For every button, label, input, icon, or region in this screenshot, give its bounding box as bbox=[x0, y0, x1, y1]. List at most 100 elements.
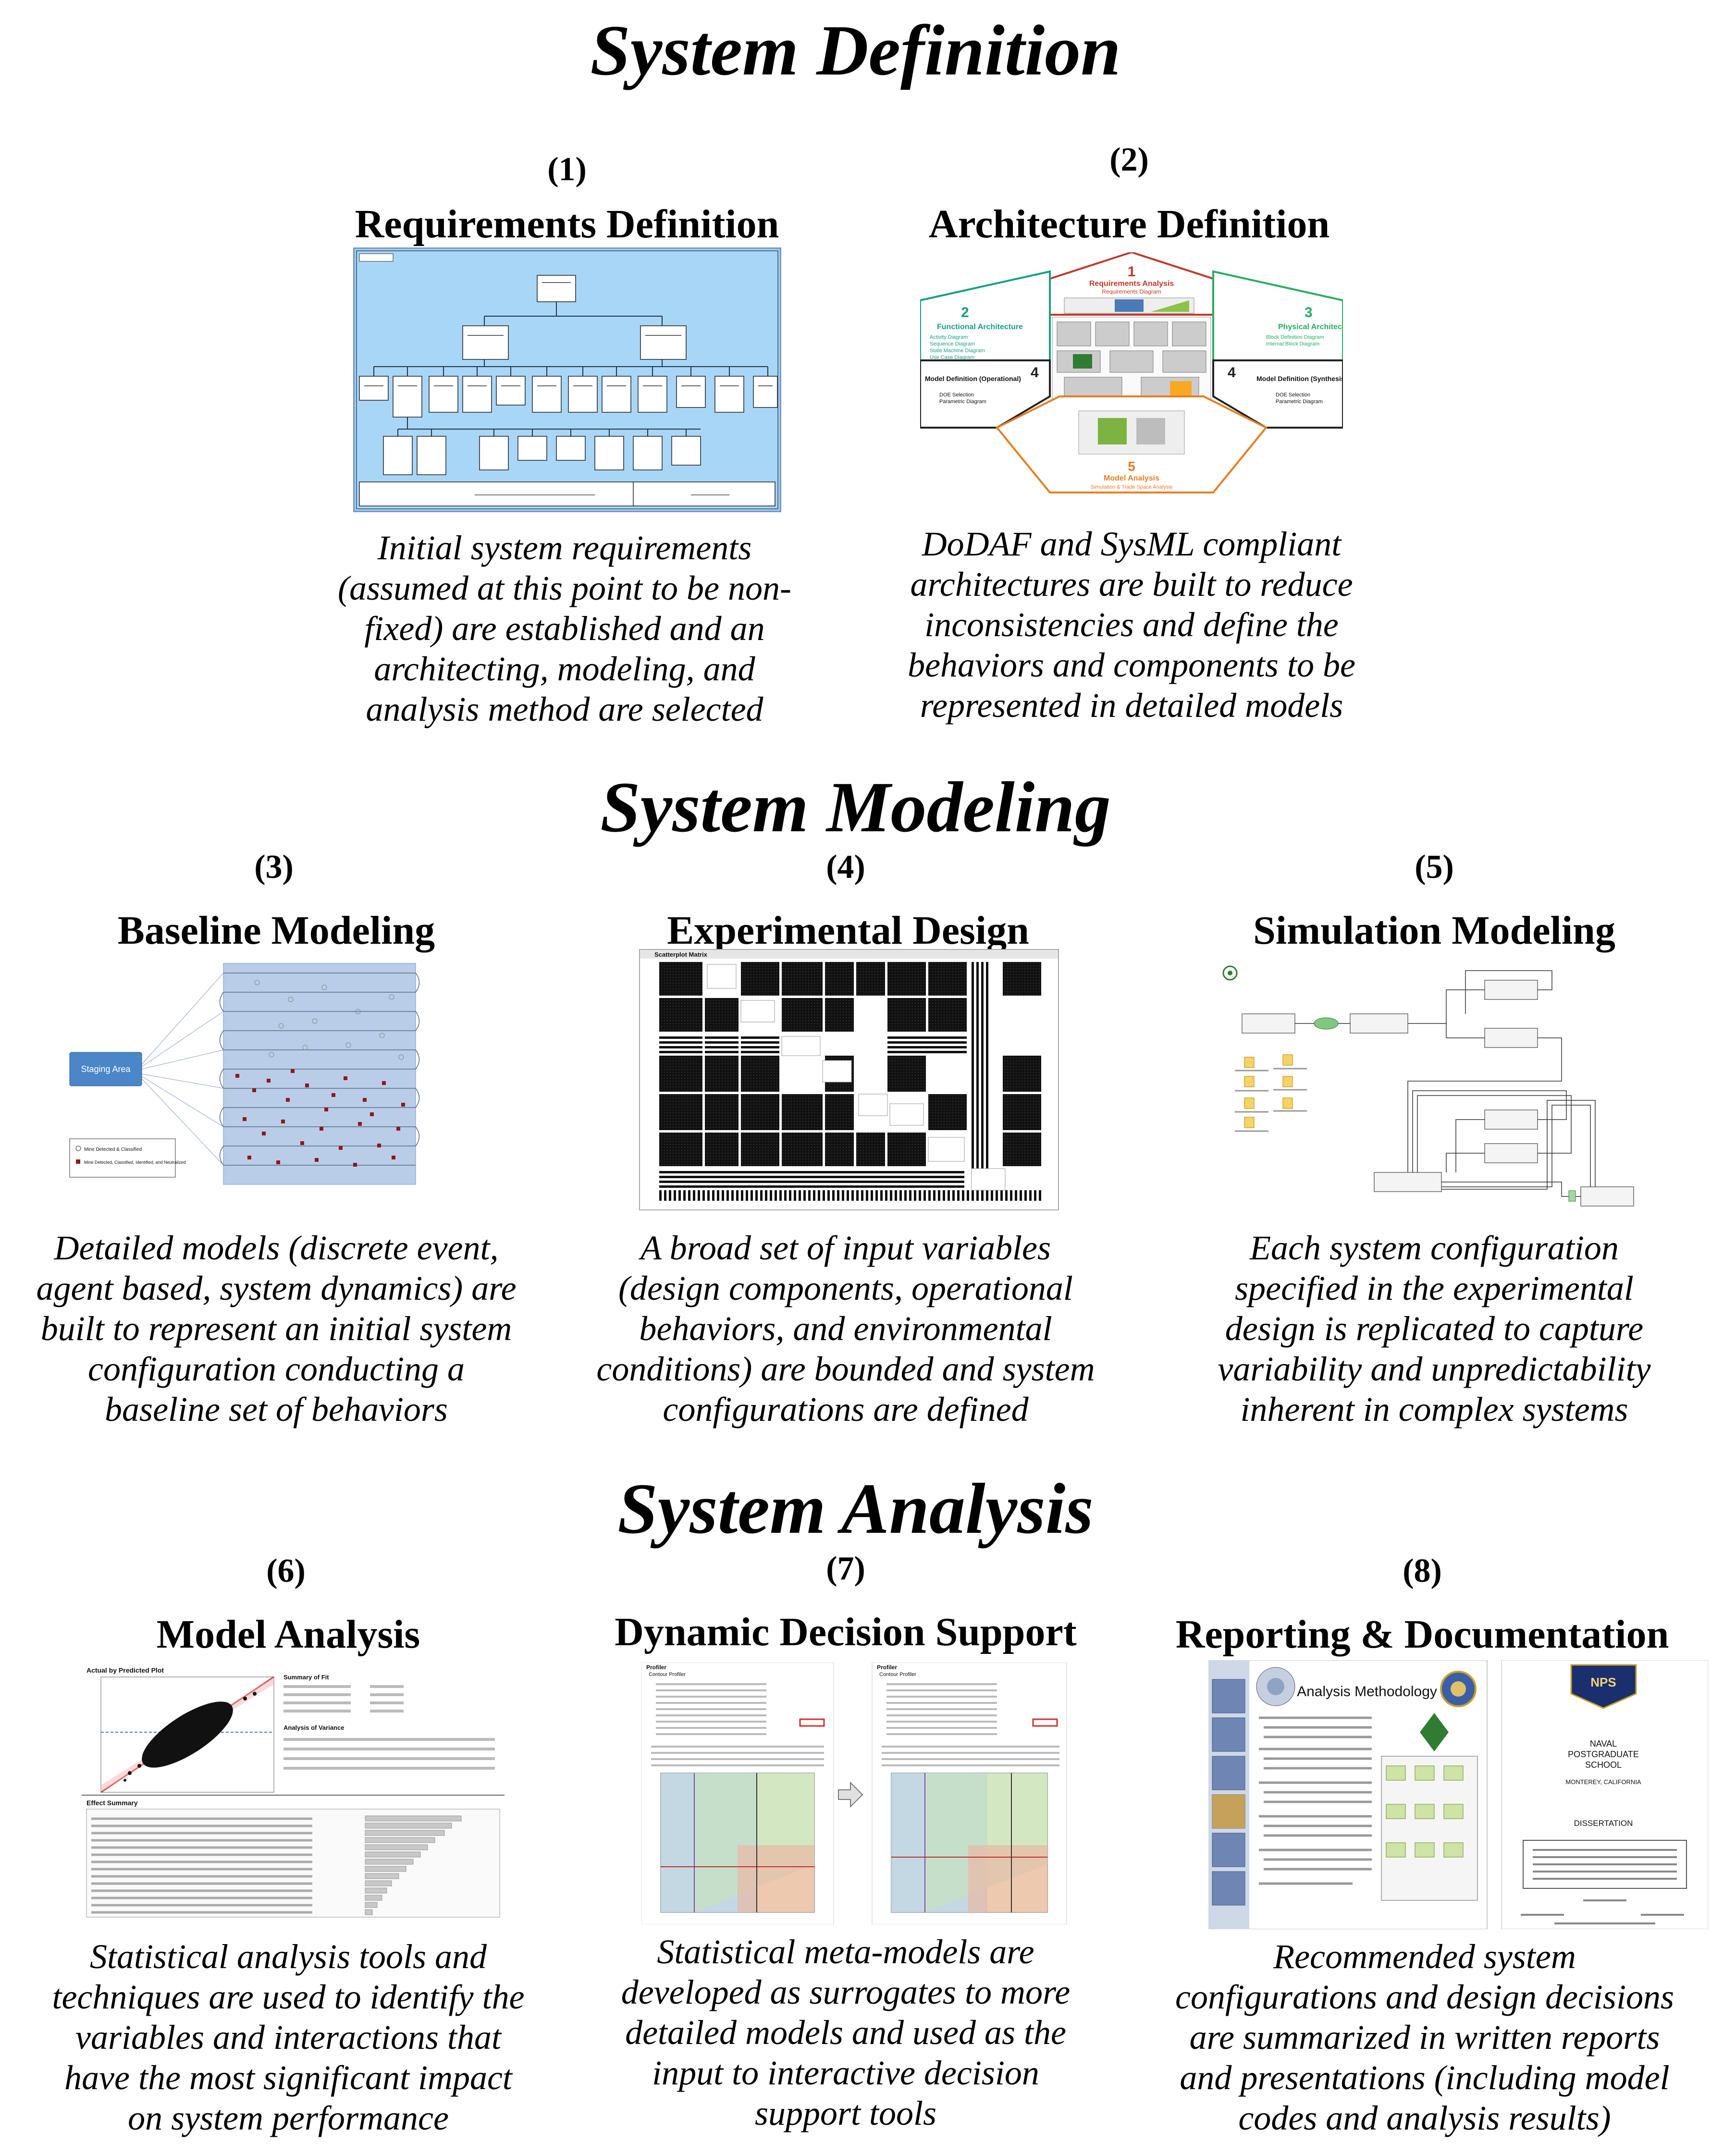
model-def-item: DOE Selection bbox=[939, 392, 974, 398]
step-7-title: Dynamic Decision Support bbox=[615, 1610, 1077, 1654]
stage-1-number: 1 bbox=[1128, 264, 1136, 280]
simulation-model-thumbnail bbox=[1216, 961, 1648, 1211]
step-3-title: Baseline Modeling bbox=[117, 908, 435, 953]
step-7-desc-line: Statistical meta-models are bbox=[657, 1933, 1034, 1971]
stage-4b-number: 4 bbox=[1228, 365, 1236, 381]
decision-support-graphic: Profiler Contour Profiler Profiler Conto… bbox=[641, 1663, 1067, 1924]
functional-item: Sequence Diagram bbox=[930, 341, 975, 347]
stage-4-number: 4 bbox=[1031, 365, 1039, 381]
step-8-desc-line: and presentations (including model bbox=[1180, 2058, 1670, 2097]
step-6-title: Model Analysis bbox=[156, 1612, 420, 1657]
model-def-item: Parametric Diagram bbox=[1276, 399, 1323, 405]
school-line: SCHOOL bbox=[1585, 1760, 1622, 1770]
baseline-model-thumbnail: Staging Area Mine Detected & Classified … bbox=[65, 954, 507, 1201]
step-5-desc-line: design is replicated to capture bbox=[1225, 1309, 1644, 1348]
scatterplot-matrix-label: Scatterplot Matrix bbox=[654, 951, 708, 958]
step-4-title: Experimental Design bbox=[667, 908, 1029, 953]
stage-2-number: 2 bbox=[961, 305, 969, 320]
functional-item: State Machine Diagram bbox=[930, 348, 985, 354]
step-2-desc-line: DoDAF and SysML compliant bbox=[922, 525, 1342, 563]
step-6-number: (6) bbox=[266, 1552, 306, 1589]
step-7-desc-line: input to interactive decision bbox=[652, 2054, 1039, 2092]
step-8-desc-line: are summarized in written reports bbox=[1189, 2018, 1660, 2057]
step-2-description: DoDAF and SysML compliant architectures … bbox=[870, 524, 1393, 726]
step-7-desc-line: developed as surrogates to more bbox=[621, 1973, 1071, 2011]
step-6-desc-line: have the most significant impact bbox=[64, 2058, 512, 2097]
step-8-description: Recommended system configurations and de… bbox=[1139, 1936, 1711, 2138]
step-5-desc-line: inherent in complex systems bbox=[1240, 1390, 1628, 1429]
actual-by-predicted-label: Actual by Predicted Plot bbox=[86, 1666, 164, 1674]
model-def-item: DOE Selection bbox=[1276, 392, 1310, 398]
step-1-number: (1) bbox=[547, 151, 587, 188]
model-def-item: Parametric Diagram bbox=[939, 399, 986, 405]
effect-summary-label: Effect Summary bbox=[86, 1799, 138, 1807]
school-line: NAVAL bbox=[1590, 1739, 1617, 1749]
functional-architecture-label: Functional Architecture bbox=[937, 323, 1023, 331]
section-title-modeling: System Modeling bbox=[600, 767, 1111, 847]
staging-area-label: Staging Area bbox=[81, 1064, 131, 1074]
step-3-desc-line: Detailed models (discrete event, bbox=[54, 1229, 499, 1267]
requirements-analysis-label: Requirements Analysis bbox=[1089, 280, 1174, 288]
step-4-desc-line: configurations are defined bbox=[663, 1390, 1029, 1429]
document-type: DISSERTATION bbox=[1574, 1819, 1633, 1828]
step-2-desc-line: behaviors and components to be bbox=[908, 646, 1355, 684]
step-7-desc-line: support tools bbox=[754, 2094, 937, 2132]
model-analysis-sub-label: Simulation & Trade Space Analysis bbox=[1091, 484, 1173, 490]
model-analysis-thumbnail: Actual by Predicted Plot Summary of Fit … bbox=[82, 1665, 505, 1920]
step-6-desc-line: techniques are used to identify the bbox=[52, 1978, 525, 2016]
functional-item: Use Case Diagram bbox=[930, 355, 974, 360]
stage-3-number: 3 bbox=[1305, 305, 1313, 320]
step-3-desc-line: configuration conducting a bbox=[88, 1350, 465, 1388]
model-definition-operational-label: Model Definition (Operational) bbox=[925, 375, 1021, 382]
step-3-desc-line: built to represent an initial system bbox=[40, 1309, 512, 1348]
step-6-desc-line: on system performance bbox=[128, 2099, 449, 2137]
step-8-number: (8) bbox=[1403, 1552, 1442, 1589]
physical-item: Block Definition Diagram bbox=[1266, 334, 1324, 340]
step-5-desc-line: specified in the experimental bbox=[1235, 1269, 1634, 1307]
step-8-desc-line: configurations and design decisions bbox=[1175, 1978, 1674, 2016]
architecture-framework-graphic: 1 Requirements Analysis Requirements Dia… bbox=[920, 252, 1343, 493]
step-7-description: Statistical meta-models are developed as… bbox=[557, 1932, 1134, 2133]
step-2-desc-line: represented in detailed models bbox=[920, 686, 1343, 725]
simulation-flow-graphic bbox=[1222, 965, 1634, 1207]
baseline-minefield-graphic: Staging Area Mine Detected & Classified … bbox=[69, 963, 420, 1185]
step-5-number: (5) bbox=[1415, 849, 1454, 886]
step-6-desc-line: Statistical analysis tools and bbox=[89, 1937, 487, 1976]
reporting-thumbnail: Analysis Methodology NPS NAVAL POSTGRADU… bbox=[1208, 1660, 1708, 1929]
step-7-desc-line: detailed models and used as the bbox=[625, 2013, 1066, 2052]
school-location: MONTEREY, CALIFORNIA bbox=[1565, 1778, 1641, 1786]
reporting-documents-graphic: Analysis Methodology NPS NAVAL POSTGRADU… bbox=[1208, 1660, 1708, 1929]
step-4-desc-line: (design components, operational bbox=[618, 1269, 1073, 1307]
step-1-desc-line: (assumed at this point to be non- bbox=[338, 569, 791, 607]
model-analysis-label: Model Analysis bbox=[1104, 474, 1159, 482]
school-line: POSTGRADUATE bbox=[1568, 1749, 1639, 1759]
step-2-number: (2) bbox=[1109, 141, 1149, 178]
legend-detected: Mine Detected & Classified bbox=[84, 1147, 142, 1152]
step-5-desc-line: variability and unpredictability bbox=[1218, 1350, 1651, 1388]
step-5-desc-line: Each system configuration bbox=[1250, 1229, 1619, 1267]
nps-logo-label: NPS bbox=[1590, 1675, 1616, 1689]
step-1-desc-line: Initial system requirements bbox=[377, 529, 752, 567]
step-1-desc-line: architecting, modeling, and bbox=[374, 650, 755, 688]
model-analysis-graphic: Actual by Predicted Plot Summary of Fit … bbox=[82, 1666, 505, 1918]
step-4-desc-line: behaviors, and environmental bbox=[639, 1309, 1052, 1348]
step-2-title: Architecture Definition bbox=[928, 202, 1330, 246]
step-4-desc-line: conditions) are bounded and system bbox=[596, 1350, 1095, 1388]
step-1-description: Initial system requirements (assumed at … bbox=[308, 528, 822, 729]
step-5-description: Each system configuration specified in t… bbox=[1158, 1228, 1711, 1429]
step-5-title: Simulation Modeling bbox=[1253, 908, 1615, 953]
step-2-desc-line: inconsistencies and define the bbox=[924, 605, 1339, 644]
functional-item: Activity Diagram bbox=[930, 334, 968, 340]
step-3-number: (3) bbox=[254, 849, 294, 886]
step-1-title: Requirements Definition bbox=[355, 202, 779, 246]
architecture-diagram-thumbnail: 1 Requirements Analysis Requirements Dia… bbox=[920, 252, 1343, 509]
step-6-desc-line: variables and interactions that bbox=[75, 2018, 501, 2057]
requirements-diagram-label: Requirements Diagram bbox=[1102, 288, 1161, 295]
slide-title: Analysis Methodology bbox=[1297, 1684, 1437, 1700]
physical-item: Internal Block Diagram bbox=[1266, 341, 1319, 347]
section-title-definition: System Definition bbox=[590, 11, 1121, 90]
contour-profiler-label: Contour Profiler bbox=[879, 1672, 916, 1677]
profiler-label: Profiler bbox=[646, 1664, 666, 1671]
step-3-desc-line: agent based, system dynamics) are bbox=[36, 1269, 517, 1307]
model-definition-synthesis-label: Model Definition (Synthesis) bbox=[1256, 375, 1343, 382]
